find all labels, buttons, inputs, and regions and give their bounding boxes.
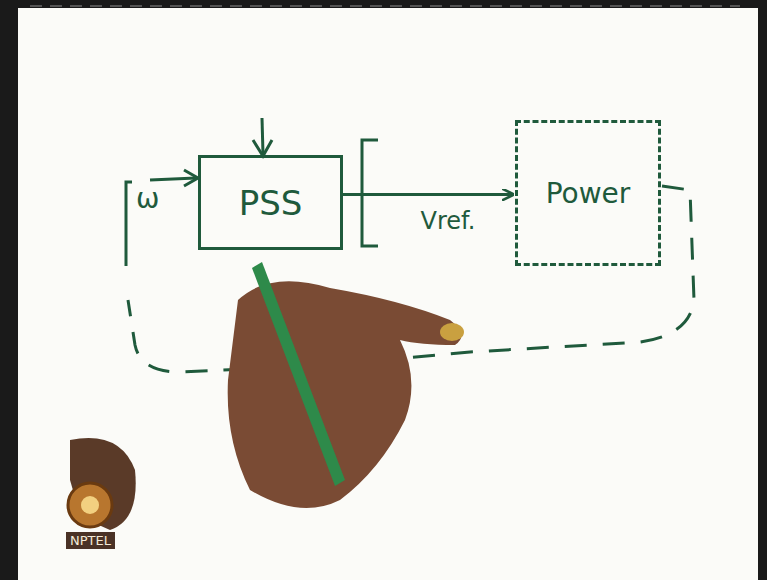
pen [252, 262, 345, 486]
paper-perforation [30, 5, 740, 7]
node-text: PSS [239, 183, 303, 223]
signal-name: ω [136, 182, 159, 215]
hand [228, 281, 462, 508]
top-input-arrow [262, 118, 263, 154]
nptel-logo-center [81, 496, 99, 514]
input-bracket [126, 182, 132, 266]
plant-box: Power [515, 120, 661, 266]
process-box: PSS [198, 155, 343, 250]
node-text: Power [546, 177, 631, 210]
watermark: NPTEL [66, 532, 115, 549]
input-arrow [150, 178, 196, 180]
top-arrowhead [253, 140, 272, 156]
signal-name: Vref. [421, 207, 476, 235]
paper [18, 8, 758, 580]
nptel-logo [68, 483, 112, 527]
feedback-loop [128, 186, 694, 372]
signal-connector [343, 193, 513, 196]
input-arrowhead [184, 170, 198, 186]
ring [440, 323, 464, 341]
output-bracket [362, 140, 378, 246]
